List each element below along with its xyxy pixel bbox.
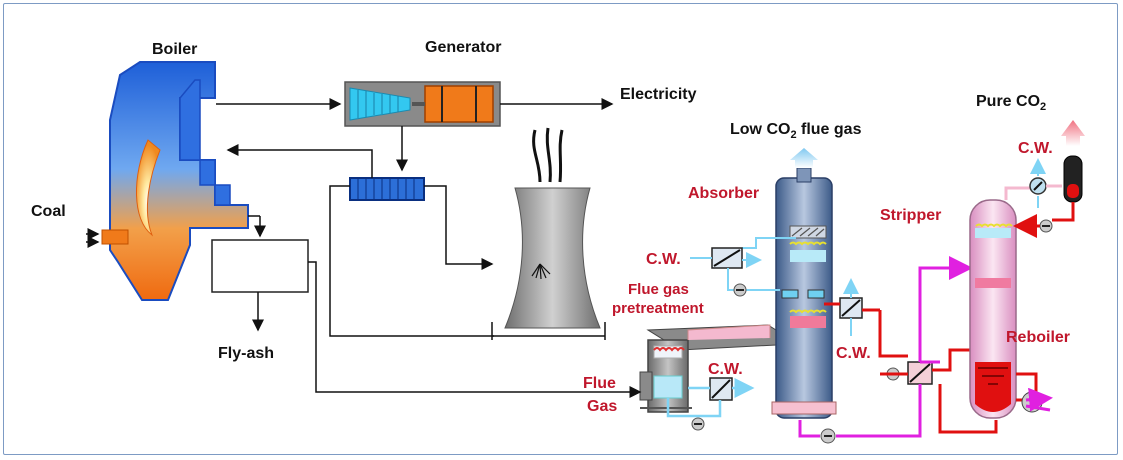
- solvent-piping: [798, 256, 998, 444]
- condenser: [226, 144, 494, 337]
- generator-unit: [216, 81, 614, 172]
- cooling-tower: [491, 127, 606, 340]
- flue-gas-pretreatment-label-2: pretreatment: [612, 300, 704, 317]
- fly-ash-label: Fly-ash: [218, 345, 274, 362]
- absorber-column: [690, 148, 880, 419]
- generator-label: Generator: [425, 39, 501, 56]
- electricity-label: Electricity: [620, 86, 697, 103]
- ash-separator: [211, 239, 580, 393]
- flue-gas-pretreatment-label-1: Flue gas: [628, 281, 689, 298]
- pure-co2-label: Pure CO2: [976, 93, 1046, 113]
- diagram-frame: [3, 3, 1118, 455]
- stripper-column: [969, 120, 1085, 419]
- cw-label-pretreatment: C.W.: [708, 361, 743, 378]
- boiler-label: Boiler: [152, 41, 197, 58]
- absorber-label: Absorber: [688, 185, 759, 202]
- reboiler-label: Reboiler: [1006, 329, 1070, 346]
- low-co2-flue-gas-label: Low CO2 flue gas: [730, 121, 862, 141]
- flue-gas-pretreatment: [580, 324, 777, 431]
- cw-label-intercooler: C.W.: [836, 345, 871, 362]
- coal-label: Coal: [31, 203, 66, 220]
- cw-label-stripper: C.W.: [1018, 140, 1053, 157]
- flue-gas-label-2: Gas: [587, 398, 617, 415]
- cw-label-absorber: C.W.: [646, 251, 681, 268]
- flue-gas-label-1: Flue: [583, 375, 616, 392]
- boiler-unit: [86, 61, 266, 301]
- stripper-label: Stripper: [880, 207, 941, 224]
